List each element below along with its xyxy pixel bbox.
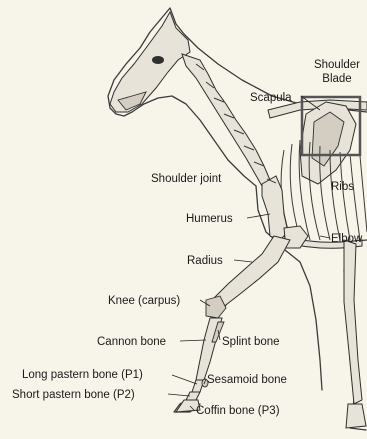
label-cannon-bone: Cannon bone [97,336,166,348]
label-shoulder-blade-line1: Shoulder [314,59,360,71]
hind-leg-bones [344,240,362,404]
label-short-pastern-bone: Short pastern bone (P2) [12,389,135,401]
label-coffin-bone: Coffin bone (P3) [196,405,280,417]
label-shoulder-joint: Shoulder joint [151,173,222,185]
label-scapula: Scapula [250,92,292,104]
label-humerus: Humerus [186,213,233,225]
label-elbow: Elbow [331,233,363,245]
label-splint-bone: Splint bone [222,336,280,348]
label-knee-carpus: Knee (carpus) [108,295,180,307]
label-long-pastern-bone: Long pastern bone (P1) [22,369,143,381]
skull-and-neck [110,12,270,186]
radius [212,236,290,308]
label-radius: Radius [187,255,223,267]
label-ribs: Ribs [331,181,354,193]
label-shoulder-blade-line2: Blade [322,73,351,85]
hind-hoof [346,404,366,428]
label-sesamoid-bone: Sesamoid bone [207,374,287,386]
